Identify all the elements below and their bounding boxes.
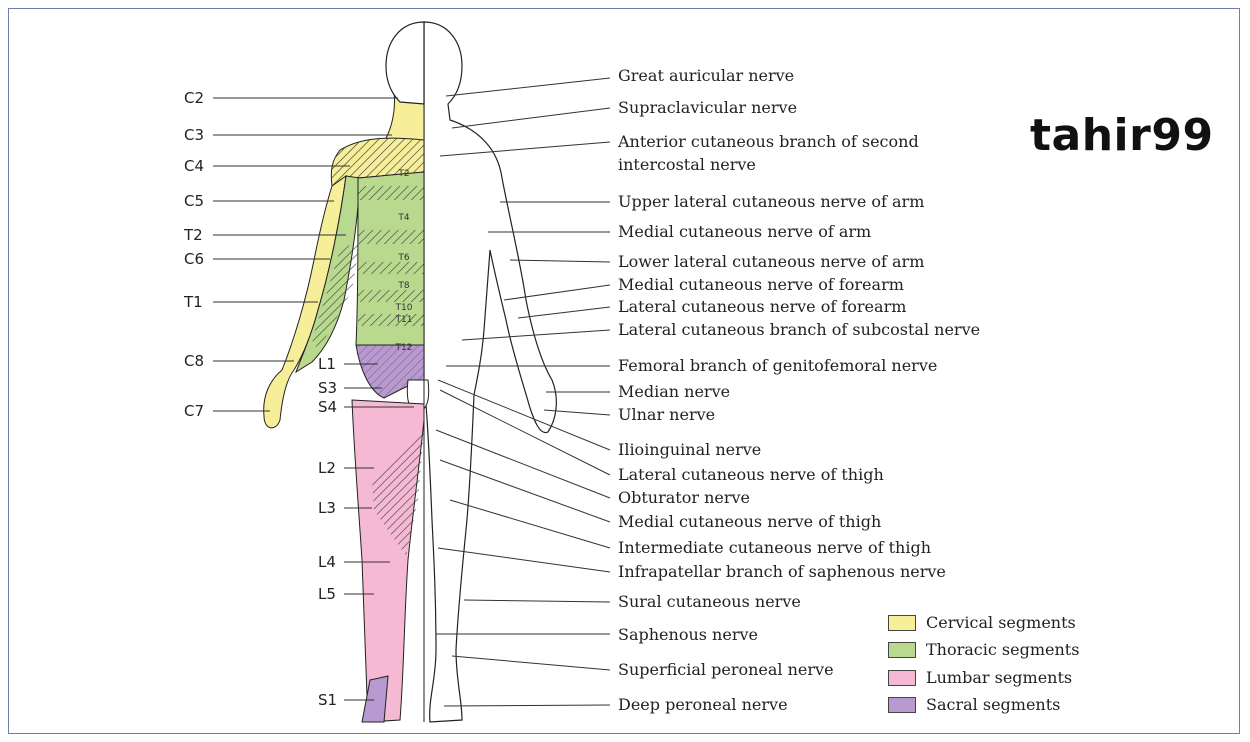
legend-label: Lumbar segments	[926, 668, 1072, 687]
label-c3: C3	[184, 126, 204, 144]
label-great-auricular: Great auricular nerve	[618, 67, 794, 85]
label-l3: L3	[318, 499, 336, 517]
label-lower-lateral-arm: Lower lateral cutaneous nerve of arm	[618, 253, 924, 271]
label-medial-forearm: Medial cutaneous nerve of forearm	[618, 276, 904, 294]
label-median: Median nerve	[618, 383, 730, 401]
label-c8: C8	[184, 352, 204, 370]
label-lateral-thigh: Lateral cutaneous nerve of thigh	[618, 466, 884, 484]
label-s4: S4	[318, 398, 337, 416]
label-intermediate-thigh: Intermediate cutaneous nerve of thigh	[618, 539, 931, 557]
label-l1: L1	[318, 355, 336, 373]
label-s1: S1	[318, 691, 337, 709]
trunk-label-t11: T11	[395, 315, 413, 325]
trunk-label-t12: T12	[395, 343, 413, 353]
label-c7: C7	[184, 402, 204, 420]
trunk-label-t8: T8	[397, 281, 409, 291]
foot-sacral-region	[362, 676, 388, 722]
label-infrapatellar: Infrapatellar branch of saphenous nerve	[618, 563, 946, 581]
label-deep-peroneal: Deep peroneal nerve	[618, 696, 788, 714]
label-l4: L4	[318, 553, 336, 571]
watermark-text: tahir99	[1030, 110, 1214, 161]
legend-swatch-lumbar	[888, 670, 916, 686]
label-anterior-cutaneous-1: Anterior cutaneous branch of second	[618, 133, 919, 151]
legend-swatch-thoracic	[888, 642, 916, 658]
legend-label: Thoracic segments	[926, 640, 1079, 659]
label-medial-thigh: Medial cutaneous nerve of thigh	[618, 513, 881, 531]
head-outline	[386, 22, 424, 104]
label-t1: T1	[184, 293, 203, 311]
label-l2: L2	[318, 459, 336, 477]
label-sural: Sural cutaneous nerve	[618, 593, 801, 611]
trunk-label-t2: T2	[397, 169, 409, 179]
legend-label: Cervical segments	[926, 613, 1076, 632]
legend-label: Sacral segments	[926, 695, 1060, 714]
label-lateral-forearm: Lateral cutaneous nerve of forearm	[618, 298, 906, 316]
trunk-label-t6: T6	[397, 253, 409, 263]
label-c5: C5	[184, 192, 204, 210]
label-medial-arm: Medial cutaneous nerve of arm	[618, 223, 871, 241]
label-l5: L5	[318, 585, 336, 603]
label-upper-lateral-arm: Upper lateral cutaneous nerve of arm	[618, 193, 924, 211]
label-genitofemoral: Femoral branch of genitofemoral nerve	[618, 357, 937, 375]
legend-swatch-sacral	[888, 697, 916, 713]
trunk-label-t4: T4	[397, 213, 409, 223]
label-superficial-peroneal: Superficial peroneal nerve	[618, 661, 834, 679]
label-c4: C4	[184, 157, 204, 175]
legend-swatch-cervical	[888, 615, 916, 631]
label-c6: C6	[184, 250, 204, 268]
trunk-label-t10: T10	[395, 303, 413, 313]
label-obturator: Obturator nerve	[618, 489, 750, 507]
label-s3: S3	[318, 379, 337, 397]
label-anterior-cutaneous-2: intercostal nerve	[618, 156, 756, 174]
label-ilioinguinal: Ilioinguinal nerve	[618, 441, 761, 459]
label-ulnar: Ulnar nerve	[618, 406, 715, 424]
label-subcostal: Lateral cutaneous branch of subcostal ne…	[618, 321, 980, 339]
body-outline-right	[424, 22, 556, 722]
label-supraclavicular: Supraclavicular nerve	[618, 99, 797, 117]
label-c2: C2	[184, 89, 204, 107]
label-saphenous: Saphenous nerve	[618, 626, 758, 644]
label-t2: T2	[184, 226, 203, 244]
